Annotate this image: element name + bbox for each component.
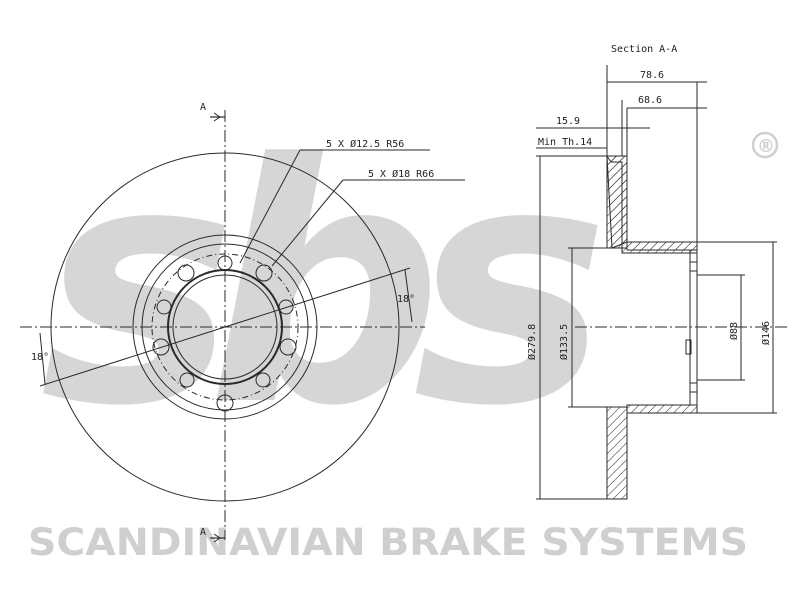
sbs-logo-text: sbs: [40, 94, 598, 478]
center-hole-leader: [271, 179, 344, 267]
bore-diameter-label: Ø88: [728, 322, 740, 340]
hat-diameter-label: Ø146: [760, 321, 772, 345]
bolt-hole: [278, 299, 294, 315]
svg-text:®: ®: [757, 136, 775, 157]
bolt-holes-label: 5 X Ø12.5 R56: [326, 138, 404, 150]
ring-upper: [606, 155, 628, 249]
center-holes-label: 5 X Ø18 R66: [368, 168, 434, 180]
center-hole: [177, 264, 195, 282]
ring-lower: [606, 406, 628, 500]
section-marker-label-top: A: [200, 102, 206, 113]
section-arrow-bottom: [213, 533, 221, 543]
center-hole: [152, 338, 170, 356]
angle-right-label: 18°: [397, 294, 415, 305]
angle-left-dim: [39, 332, 46, 385]
section-view: [536, 65, 790, 500]
sbs-logo-watermark: sbs: [40, 94, 628, 478]
section-marker-label-bottom: A: [200, 527, 206, 538]
bolt-hole-leader: [239, 149, 301, 264]
angle-left-label: 18°: [31, 352, 49, 363]
hat-hole: [685, 339, 692, 355]
center-hole: [279, 338, 297, 356]
front-view: [20, 110, 465, 543]
brand-line: SCANDINAVIAN BRAKE SYSTEMS: [28, 521, 748, 564]
angled-centerline: [39, 267, 411, 387]
section-arrow-top: [213, 112, 221, 122]
bolt-hole: [255, 372, 271, 388]
center-hole: [255, 264, 273, 282]
centering-diameter-label: Ø133.5: [558, 324, 570, 360]
disc-diameter-label: Ø279.8: [526, 324, 538, 360]
bolt-hole: [156, 299, 172, 315]
hat-flange-top: [626, 241, 698, 251]
section-title: Section A-A: [611, 44, 677, 55]
angle-right-dim: [404, 269, 413, 323]
min-thickness-label: Min Th.14: [538, 137, 592, 148]
registered-mark: ®: [751, 131, 779, 159]
bolt-hole: [179, 372, 195, 388]
overall-height-label: 78.6: [640, 70, 664, 81]
center-holes: [152, 264, 297, 412]
hat-flange-bottom: [626, 404, 698, 414]
hat-height-label: 68.6: [638, 95, 662, 106]
thickness-label: 15.9: [556, 116, 580, 127]
